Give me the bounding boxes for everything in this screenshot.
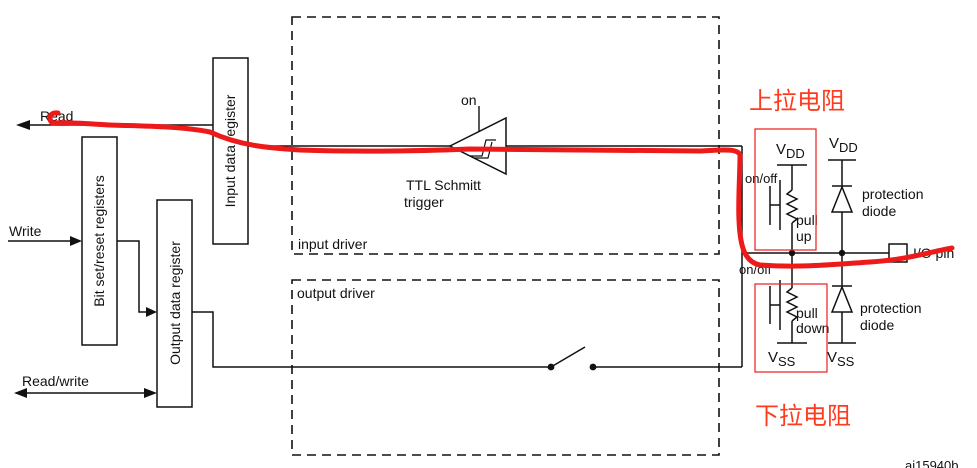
protection-label-bottom: protection xyxy=(860,300,921,316)
pull-down-label-1: pull xyxy=(796,305,818,321)
vss-pulldown-sub: SS xyxy=(778,354,796,369)
input-data-register-box xyxy=(212,57,249,245)
protection-diode-top xyxy=(830,184,854,213)
vss-pulldown-label: VSS xyxy=(768,349,796,369)
pullup-resistor xyxy=(785,189,799,224)
output-path-line xyxy=(192,311,551,368)
input-data-register-label: Input data register xyxy=(222,94,238,207)
input-driver-box xyxy=(291,16,720,255)
read-write-right-head xyxy=(144,388,157,398)
vdd-diode-main: V xyxy=(829,135,839,152)
pullup-on-off-label: on/off xyxy=(745,171,778,186)
output-driver-label: output driver xyxy=(297,285,375,301)
bsrr-to-odr-arrow xyxy=(146,307,157,317)
pull-up-highlight-box xyxy=(754,128,817,251)
read-write-label: Read/write xyxy=(22,373,89,389)
pull-down-highlight-box xyxy=(754,283,828,373)
read-arrow-head xyxy=(16,120,30,130)
schmitt-on-label: on xyxy=(461,92,477,108)
vss-diode-sub: SS xyxy=(837,354,855,369)
diode-label-top: diode xyxy=(862,203,896,219)
write-arrow-head xyxy=(70,236,82,246)
pull-up-label-2: up xyxy=(796,228,812,244)
ttl-schmitt-label-2: trigger xyxy=(404,194,444,210)
output-data-register-label: Output data register xyxy=(167,241,183,365)
pull-down-label-2: down xyxy=(796,320,829,336)
protection-diode-bottom xyxy=(830,284,854,313)
output-switch-blade xyxy=(550,346,586,368)
figure-id-label: ai15940b xyxy=(905,458,959,468)
output-data-register-box xyxy=(156,199,193,408)
vdd-pullup-sub: DD xyxy=(786,146,805,161)
vss-pulldown-main: V xyxy=(768,349,778,366)
vss-diode-main: V xyxy=(827,349,837,366)
pulldown-resistor xyxy=(785,287,799,322)
pull-up-label-1: pull xyxy=(796,212,818,228)
pull-up-cn-annotation: 上拉电阻 xyxy=(749,87,845,115)
diode-label-bottom: diode xyxy=(860,317,894,333)
bit-set-reset-label: Bit set/reset registers xyxy=(91,175,107,307)
vdd-diode-sub: DD xyxy=(839,140,858,155)
bsrr-to-odr-line xyxy=(117,240,149,313)
pull-down-cn-annotation: 下拉电阻 xyxy=(755,402,851,430)
vdd-diode-label: VDD xyxy=(829,135,858,155)
vdd-pullup-main: V xyxy=(776,141,786,158)
schmitt-trigger-icon xyxy=(448,116,507,176)
vss-diode-label: VSS xyxy=(827,349,855,369)
read-write-left-head xyxy=(14,388,27,398)
protection-label-top: protection xyxy=(862,186,923,202)
read-signal-path-highlight xyxy=(47,110,955,269)
write-label: Write xyxy=(9,223,42,239)
input-driver-label: input driver xyxy=(298,236,368,252)
ttl-schmitt-label-1: TTL Schmitt xyxy=(406,177,481,193)
vdd-pullup-label: VDD xyxy=(776,141,805,161)
